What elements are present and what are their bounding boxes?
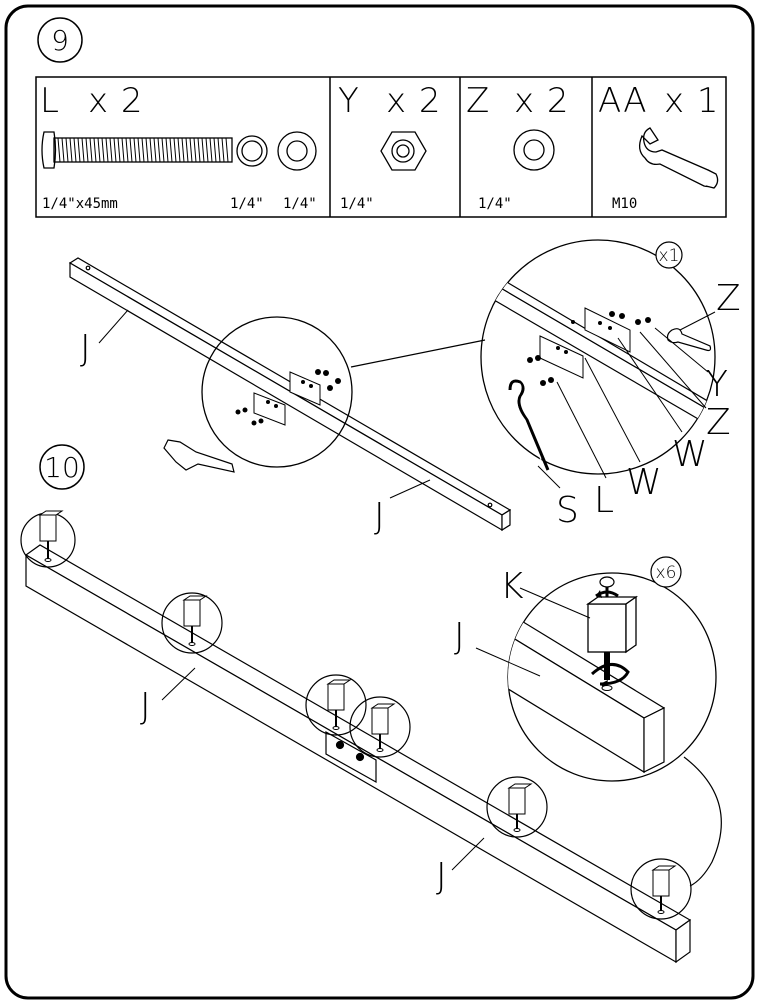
part-Y-header: Y x 2 <box>338 81 442 121</box>
joint-detail-small <box>201 316 353 468</box>
lock-washer-size: 1/4" <box>230 196 264 212</box>
wrench-size: M10 <box>612 196 637 212</box>
leader-lines-step9 <box>98 309 716 499</box>
step-10-number: 10 <box>44 451 80 484</box>
label-z-upper: Z <box>716 278 741 319</box>
allen-key-small <box>163 439 235 473</box>
bolt-size: 1/4"x45mm <box>42 196 118 212</box>
step-9-number: 9 <box>51 24 69 57</box>
foot-multiplier-badge: x6 <box>650 556 682 588</box>
label-l: L <box>594 480 614 521</box>
label-s: S <box>556 490 579 531</box>
nut-size: 1/4" <box>340 196 374 212</box>
svg-text:x1: x1 <box>659 246 680 266</box>
svg-text:Z: Z <box>466 81 490 121</box>
part-AA-header: AA x 1 <box>598 81 720 121</box>
label-j-left: J <box>140 686 151 727</box>
detail-callout-arc <box>683 756 722 887</box>
label-j-detail: J <box>454 616 465 657</box>
label-w-right: W <box>672 434 708 475</box>
flat-washer-icon <box>277 131 317 171</box>
label-j-lower: J <box>374 496 385 537</box>
svg-text:x6: x6 <box>656 563 677 583</box>
svg-text:x 2: x 2 <box>386 81 442 121</box>
label-j-upper: J <box>80 328 91 369</box>
step-9-badge: 9 <box>37 17 83 63</box>
leveling-foot-4 <box>349 696 411 758</box>
svg-text:AA: AA <box>598 81 647 121</box>
svg-text:x 2: x 2 <box>88 81 144 121</box>
page-frame <box>4 4 755 1000</box>
svg-text:L: L <box>40 81 60 121</box>
label-w-left: W <box>626 462 662 503</box>
washer-size: 1/4" <box>478 196 512 212</box>
wrench-detail <box>666 328 712 352</box>
step-10-badge: 10 <box>39 444 85 490</box>
lock-washer-icon <box>236 135 268 167</box>
leveling-foot-1 <box>20 510 76 568</box>
flat-washer-size: 1/4" <box>283 196 317 212</box>
bolt-icon <box>41 131 233 169</box>
part-Z-header: Z x 2 <box>466 81 570 121</box>
leveling-foot-5 <box>486 776 548 838</box>
foot-detail <box>507 572 717 782</box>
detail-connector <box>350 339 486 368</box>
leveling-foot-3 <box>305 674 367 736</box>
joint-detail-large <box>480 239 716 475</box>
washer-icon <box>513 129 555 171</box>
label-z-lower: Z <box>706 402 731 443</box>
rail-j-step9 <box>68 257 512 532</box>
label-k: K <box>500 566 524 607</box>
svg-text:x 2: x 2 <box>514 81 570 121</box>
center-bracket <box>325 730 377 784</box>
svg-text:Y: Y <box>338 81 360 121</box>
nut-icon <box>380 131 427 171</box>
wrench-icon <box>638 127 719 189</box>
svg-text:x 1: x 1 <box>664 81 720 121</box>
detail-multiplier-badge: x1 <box>655 241 683 269</box>
part-L-header: L x 2 <box>40 81 144 121</box>
leveling-foot-2 <box>161 592 223 654</box>
label-y: Y <box>706 364 728 405</box>
label-j-right: J <box>436 856 447 897</box>
parts-table <box>35 76 727 218</box>
leveling-foot-6 <box>630 858 692 920</box>
leader-lines-step10 <box>161 587 591 871</box>
